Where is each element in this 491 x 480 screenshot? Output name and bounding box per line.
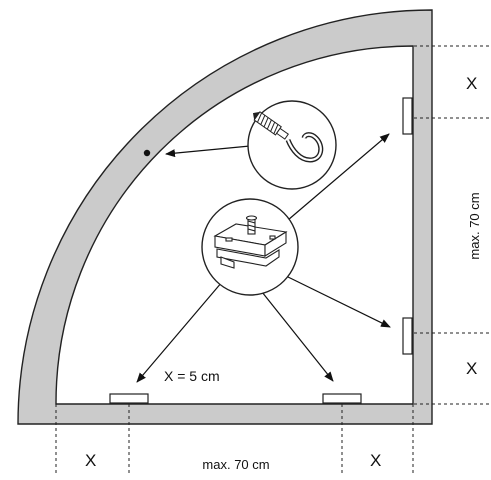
pointer-arrows xyxy=(136,133,391,383)
screw-hook-icon xyxy=(247,100,337,190)
arrow-to-right-bracket-top xyxy=(287,133,390,221)
arrow-to-right-bracket-bottom xyxy=(285,275,391,328)
x-marker-bottom-right: X xyxy=(370,451,381,470)
arrow-to-bottom-bracket-left xyxy=(136,281,223,383)
arrow-to-hook-point xyxy=(165,145,251,158)
arrow-to-bottom-bracket-right xyxy=(261,291,334,382)
bottom-dimension-label: max. 70 cm xyxy=(202,457,269,472)
right-bracket-bottom xyxy=(402,317,413,355)
right-dimension-label: max. 70 cm xyxy=(467,192,482,259)
bottom-bracket-right xyxy=(322,393,362,404)
formula-label: X = 5 cm xyxy=(164,368,220,384)
x-marker-right-top: X xyxy=(466,74,477,93)
x-marker-right-bottom: X xyxy=(466,359,477,378)
right-bracket-top xyxy=(402,97,413,135)
hook-mount-point xyxy=(143,149,151,157)
bottom-bracket-left xyxy=(109,393,149,404)
x-marker-bottom-left: X xyxy=(85,451,96,470)
mounting-bracket-icon xyxy=(201,198,299,296)
right-dimension-guides xyxy=(414,45,491,405)
